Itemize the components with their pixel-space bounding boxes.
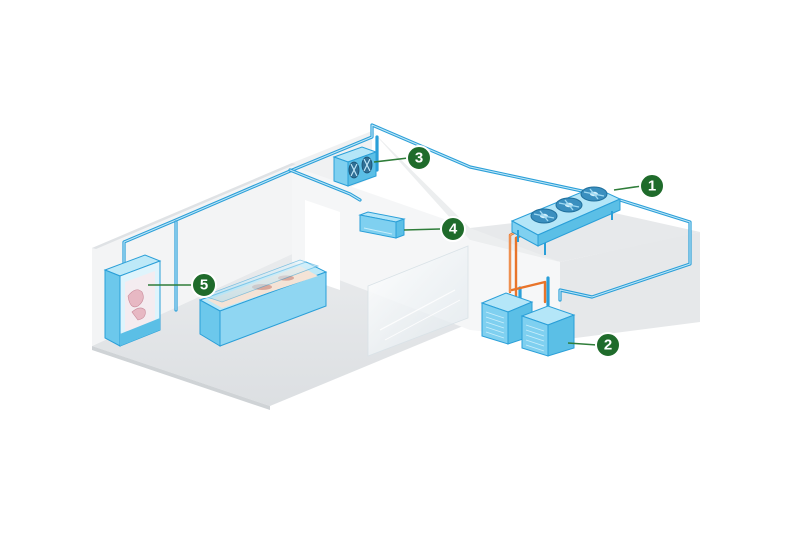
fan-icon	[349, 162, 359, 178]
fan-icon	[362, 157, 372, 173]
fan-icon	[556, 198, 582, 212]
marker-2-label: 2	[604, 337, 612, 354]
marker-2: 2	[596, 333, 620, 357]
marker-1: 1	[640, 174, 664, 198]
marker-4-label: 4	[449, 221, 458, 238]
marker-3: 3	[407, 146, 431, 170]
marker-3-label: 3	[415, 150, 423, 167]
fan-icon	[531, 209, 557, 223]
marker-4: 4	[441, 217, 465, 241]
marker-5: 5	[192, 273, 216, 297]
building	[92, 131, 700, 410]
marker-5-label: 5	[200, 277, 208, 294]
fan-icon	[581, 187, 607, 201]
display-refrigerator	[105, 255, 160, 346]
marker-1-label: 1	[648, 178, 656, 195]
